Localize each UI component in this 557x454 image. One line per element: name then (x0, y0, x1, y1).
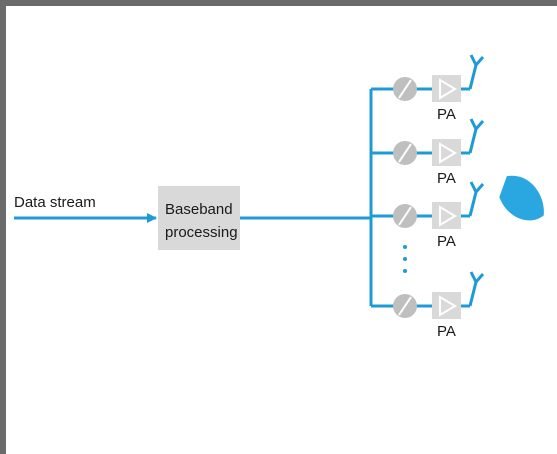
baseband-box (158, 186, 240, 250)
amplifier-icon (432, 292, 461, 319)
amplifier-icon (432, 202, 461, 229)
pa-label: PA (437, 106, 456, 123)
pa-label: PA (437, 170, 456, 187)
baseband-label-line2: processing (165, 224, 238, 241)
antenna-branch-4: PA (371, 271, 485, 340)
antenna-icon (468, 271, 485, 307)
phase-shifter-icon (393, 294, 417, 318)
antenna-icon (468, 54, 485, 90)
phase-shifter-icon (393, 204, 417, 228)
antenna-icon (468, 181, 485, 217)
ellipsis-dots (403, 245, 407, 273)
amplifier-icon (432, 139, 461, 166)
antenna-branch-2: PA (371, 118, 485, 187)
baseband-label-line1: Baseband (165, 201, 233, 218)
beam-icon (499, 175, 544, 221)
amplifier-icon (432, 75, 461, 102)
pa-label: PA (437, 233, 456, 250)
antenna-branch-1: PA (371, 54, 485, 123)
phase-shifter-icon (393, 141, 417, 165)
phase-shifter-icon (393, 77, 417, 101)
input-label: Data stream (14, 194, 96, 211)
antenna-branch-3: PA (371, 181, 485, 250)
antenna-icon (468, 118, 485, 154)
pa-label: PA (437, 323, 456, 340)
branch-group: PA PA PA PA (371, 54, 485, 340)
